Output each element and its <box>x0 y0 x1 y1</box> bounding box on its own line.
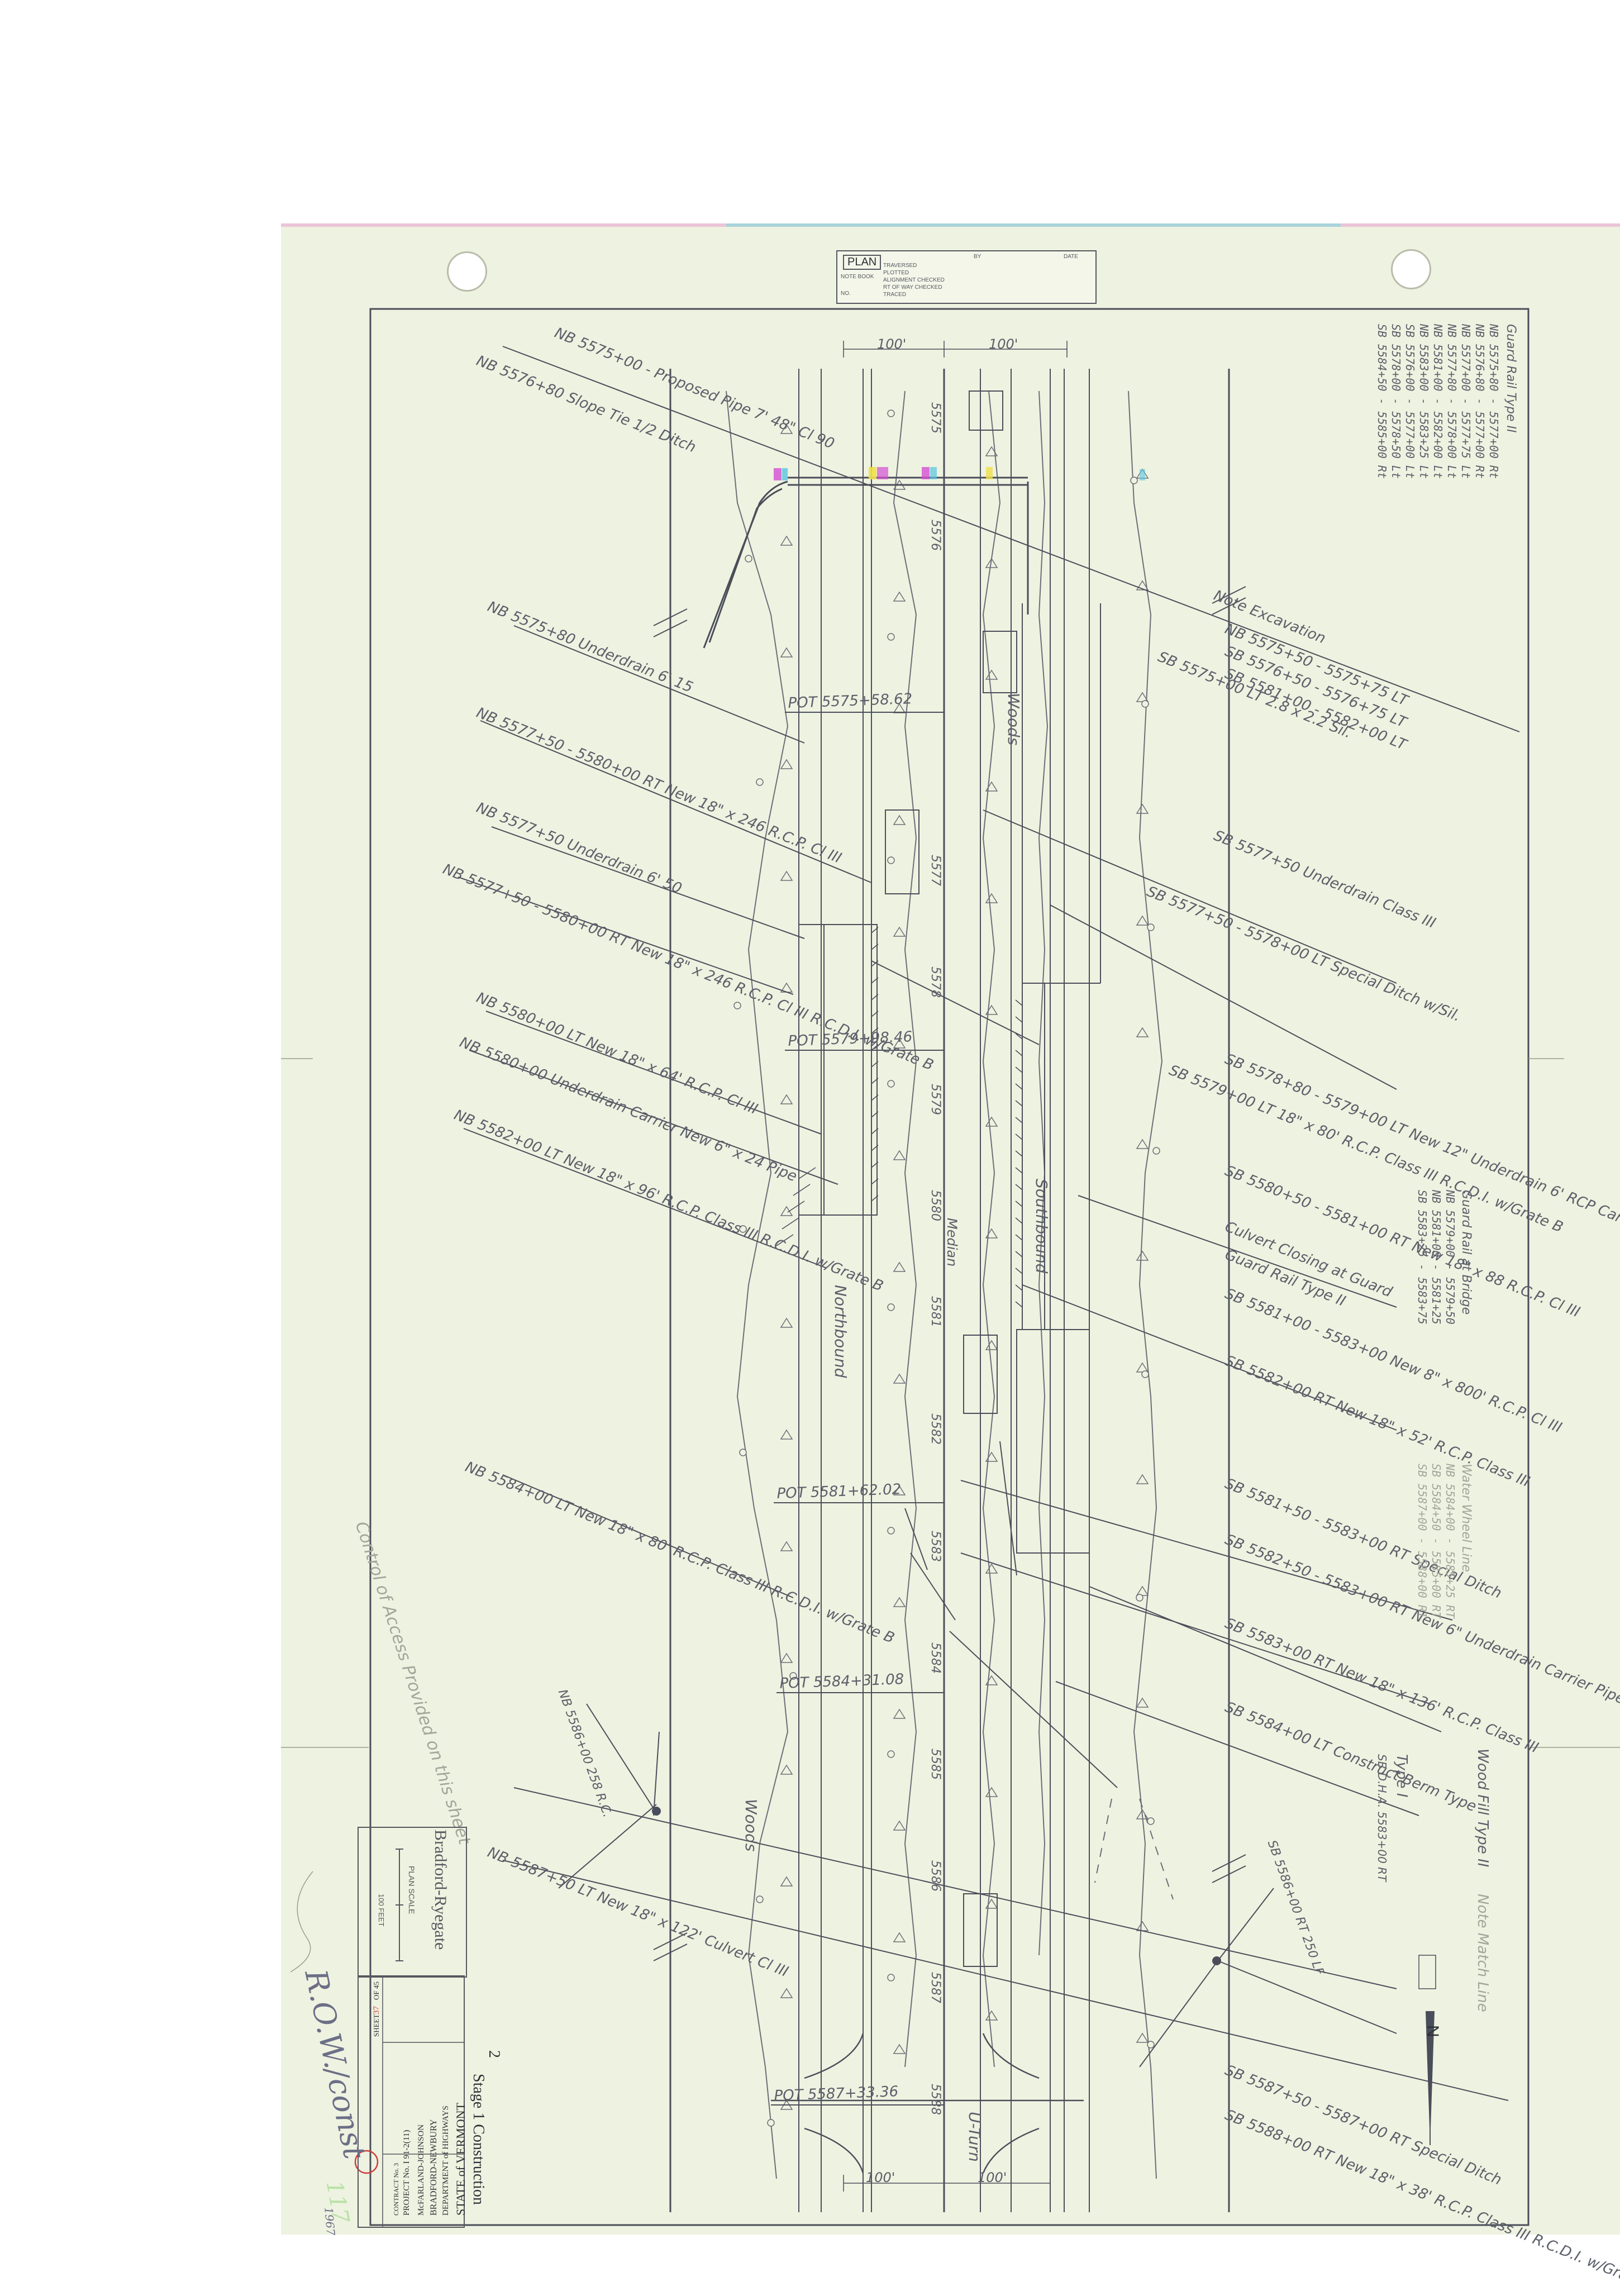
project-number: PROJECT No. I 91-2(11) <box>402 2130 411 2216</box>
culvert-lines <box>458 346 1520 2101</box>
pot-leader-lines <box>771 712 944 2106</box>
plan-stamp-date: DATE <box>1064 254 1078 260</box>
station-mark: 5575 <box>928 402 942 434</box>
plan-stamp-row: TRAVERSED <box>883 263 917 269</box>
plan-stamp-row: PLOTTED <box>883 270 909 276</box>
u-turn-label: U-Turn <box>965 2112 984 2162</box>
svg-text:N: N <box>1423 2025 1442 2037</box>
right-note: Wood Fill Type II <box>1474 1749 1491 1868</box>
guardrail-table-row: SB 5584+50 - 5585+00 Rt <box>1375 324 1389 479</box>
station-mark: 5588 <box>928 2084 942 2115</box>
right-of-way-lines <box>653 369 1246 2212</box>
station-mark: 5587 <box>928 1972 942 2003</box>
station-mark: 5580 <box>928 1190 942 1221</box>
left-margin-marks <box>281 1058 1620 1973</box>
contract-number: CONTRACT No. 3 <box>392 2162 400 2216</box>
plan-stamp-by: BY <box>974 254 981 260</box>
right-note: SB D.H.A. 5583+00 RT <box>1375 1754 1389 1882</box>
median-boxes <box>885 390 1017 1967</box>
border-frame <box>369 308 1530 2226</box>
handwritten-date: 1967 <box>322 2207 338 2236</box>
guard-rail-hatching <box>776 927 1023 1308</box>
station-mark: 5585 <box>928 1749 942 1780</box>
roadway-lines <box>798 369 1090 2212</box>
woods-label: Woods <box>742 1799 760 1852</box>
sheet-number-circle <box>354 2150 379 2174</box>
crossing-structure <box>703 477 1029 649</box>
northbound-label: Northbound <box>831 1285 850 1378</box>
plan-stamp-row: RT OF WAY CHECKED <box>883 284 942 290</box>
sheet-number: 37 <box>372 2006 381 2014</box>
plan-stamp-row: TRACED <box>883 292 907 298</box>
drafting-sheet <box>281 223 1620 2235</box>
plan-stamp: PLAN BY DATE NOTE BOOK NO. TRAVERSED PLO… <box>836 250 1097 304</box>
scale-label: PLAN SCALE <box>407 1866 416 1914</box>
title-block-frame <box>358 1975 465 2228</box>
bridge-table-title: Guard Rail at Bridge <box>1459 1190 1473 1315</box>
stage-title: Stage 1 Construction <box>470 2074 487 2205</box>
plan-stamp-notebook: NOTE BOOK <box>841 274 874 280</box>
binder-hole-icon <box>1391 249 1431 289</box>
plan-stamp-no: NO. <box>841 290 851 297</box>
woods-label: Woods <box>1004 693 1023 746</box>
sheet-of: OF 45 <box>372 1981 380 2000</box>
station-mark: 5578 <box>928 966 942 998</box>
station-mark: 5581 <box>928 1296 942 1327</box>
plan-stamp-label: PLAN <box>843 255 882 270</box>
crossing-highlights <box>774 467 1145 480</box>
dimension-lines <box>843 341 1068 2192</box>
sheet-label: SHEET <box>372 2014 380 2037</box>
station-mark: 5579 <box>928 1084 942 1115</box>
water-table-title: Water Wheel Line <box>1459 1464 1473 1572</box>
bridge-table-row: SB 5583+25 - 5583+75 <box>1416 1190 1429 1325</box>
station-circles <box>733 409 1160 2127</box>
stage-number: 2 <box>485 2050 503 2058</box>
right-note: Type I <box>1393 1754 1410 1798</box>
southbound-label: Southbound <box>1032 1179 1051 1274</box>
plan-drawing: N <box>281 223 1620 2226</box>
engineer-label: McFARLAND-JOHNSON <box>417 2124 426 2216</box>
station-mark: 5583 <box>928 1531 942 1562</box>
offset-label: 100' <box>866 2170 895 2185</box>
water-table-row: SB 5587+00 - 5588+00 RT <box>1416 1464 1429 1618</box>
title-block: STATE of VERMONT DEPARTMENT of HIGHWAYS … <box>358 1975 468 2228</box>
color-bleed <box>281 223 1620 227</box>
scale-box <box>358 1827 467 1978</box>
u-turn-crossover <box>771 2033 1084 2174</box>
binder-hole-icon <box>447 251 487 292</box>
offset-label: 100' <box>877 336 907 352</box>
median-label: Median <box>944 1218 960 1267</box>
guardrail-table-title: Guard Rail Type II <box>1504 324 1518 433</box>
station-mark: 5586 <box>928 1860 942 1892</box>
station-mark: 5584 <box>928 1642 942 1674</box>
state-label: STATE of VERMONT <box>454 2103 468 2216</box>
dashed-lines <box>1094 1798 1174 1900</box>
north-arrow-icon: N <box>1418 1955 1442 2145</box>
department-label: DEPARTMENT of HIGHWAYS <box>441 2106 450 2216</box>
station-mark: 5577 <box>928 855 942 886</box>
route-label: Bradford-Ryegate <box>431 1830 450 1950</box>
scale-units: 100 FEET <box>377 1894 385 1927</box>
scale-bar <box>396 1849 403 1961</box>
project-area-label: BRADFORD-NEWBURY <box>429 2119 439 2216</box>
guard-rails <box>798 603 1101 1554</box>
offset-label: 100' <box>978 2170 1007 2185</box>
crossing-line-lower <box>513 1703 1397 2068</box>
station-mark: 5576 <box>928 520 942 551</box>
offset-label: 100' <box>989 336 1018 352</box>
right-note: Note Match Line <box>1474 1894 1491 2012</box>
station-mark: 5582 <box>928 1413 942 1445</box>
plan-stamp-row: ALIGNMENT CHECKED <box>883 277 945 283</box>
